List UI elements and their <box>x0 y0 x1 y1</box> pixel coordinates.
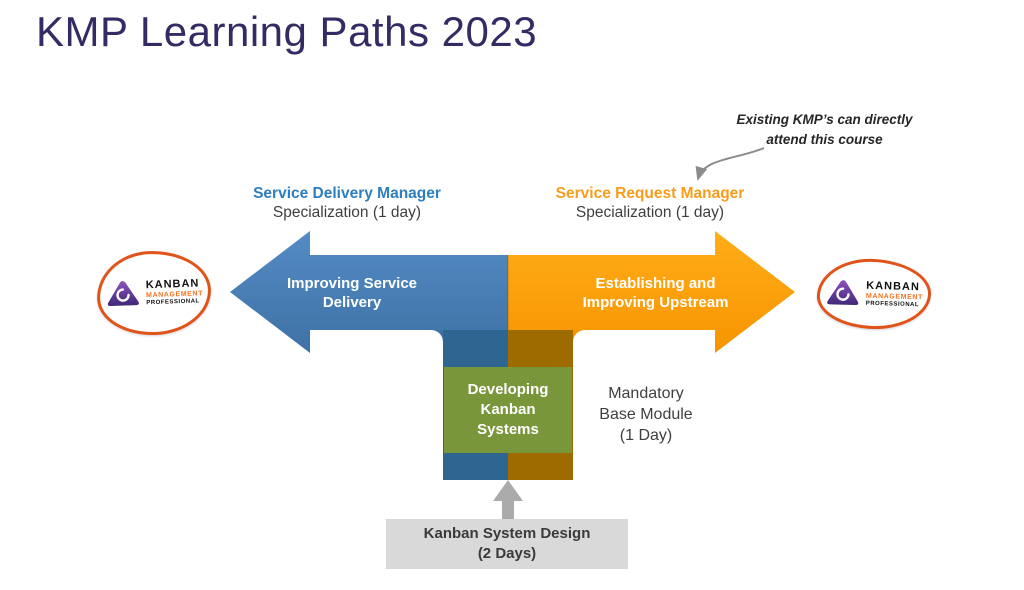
blue-arrow-label-line2: Delivery <box>322 294 382 311</box>
up-arrow <box>493 480 523 521</box>
orange-right-arrow <box>508 231 795 353</box>
mandatory-line3: (1 Day) <box>619 427 673 444</box>
srm-title: Service Request Manager <box>555 185 745 202</box>
sdm-header-block: Service Delivery Manager Specialization … <box>232 185 462 222</box>
orange-arrow-label: Establishing and Improving Upstream <box>558 274 753 312</box>
sdm-subtitle: Specialization (1 day) <box>272 204 422 221</box>
annotation-curved-arrow <box>695 147 765 181</box>
sdm-title: Service Delivery Manager <box>253 185 441 202</box>
orange-bend-fillet <box>573 330 585 342</box>
srm-header-block: Service Request Manager Specialization (… <box>535 185 765 222</box>
kmp-badge-left: KANBAN MANAGEMENT PROFESSIONAL <box>95 249 213 337</box>
blue-left-arrow <box>230 231 508 353</box>
kmp-badge-right-text: KANBAN MANAGEMENT PROFESSIONAL <box>866 280 924 309</box>
green-box-line2: Kanban <box>480 401 536 418</box>
green-box-line3: Systems <box>477 421 539 438</box>
kmp-triangle-icon <box>827 280 859 306</box>
mandatory-line1: Mandatory <box>608 385 684 402</box>
srm-subtitle: Specialization (1 day) <box>575 204 725 221</box>
kanban-system-design-box: Kanban System Design (2 Days) <box>386 519 628 569</box>
green-box-line1: Developing <box>467 381 549 398</box>
orange-arrow-label-line1: Establishing and <box>595 275 716 292</box>
orange-arrow-label-line2: Improving Upstream <box>582 294 729 311</box>
blue-arrow-label: Improving Service Delivery <box>262 274 442 312</box>
annotation-line1: Existing KMP’s can directly <box>736 112 913 127</box>
annotation-note: Existing KMP’s can directly attend this … <box>722 110 927 149</box>
blue-arrow-label-line1: Improving Service <box>286 275 418 292</box>
logo-professional-label: PROFESSIONAL <box>146 298 200 307</box>
kmp-triangle-icon <box>107 281 139 307</box>
green-module-box <box>444 367 572 453</box>
annotation-line2: attend this course <box>766 131 883 147</box>
page-title: KMP Learning Paths 2023 <box>36 8 538 55</box>
ksd-line2: (2 Days) <box>477 545 537 562</box>
mandatory-line2: Base Module <box>599 406 693 423</box>
green-box-label: Developing Kanban Systems <box>444 380 572 440</box>
kmp-badge-right: KANBAN MANAGEMENT PROFESSIONAL <box>816 257 932 331</box>
blue-bend-fillet <box>431 330 443 342</box>
kmp-badge-left-text: KANBAN MANAGEMENT PROFESSIONAL <box>146 278 204 308</box>
ksd-line1: Kanban System Design <box>423 525 591 542</box>
mandatory-base-module-note: Mandatory Base Module (1 Day) <box>566 383 726 446</box>
logo-professional-label: PROFESSIONAL <box>865 300 920 309</box>
